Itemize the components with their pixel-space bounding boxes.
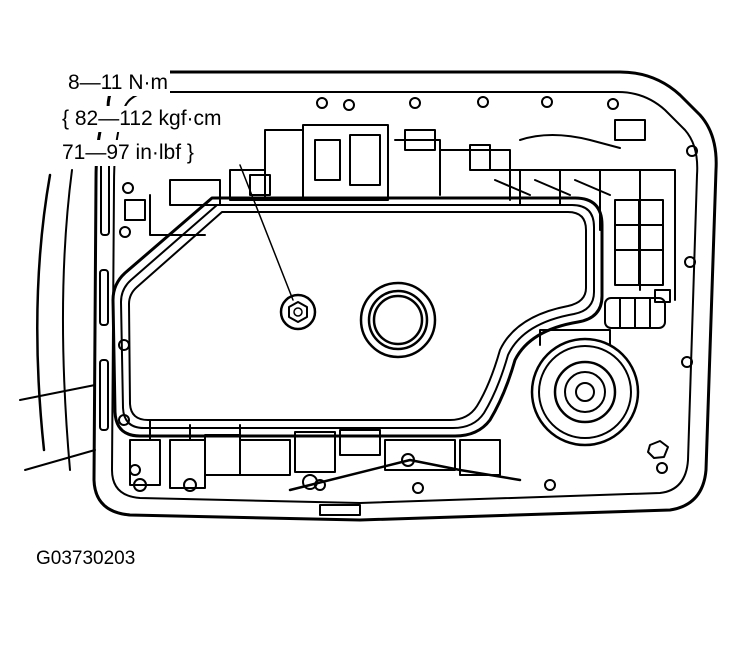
case-left-edge bbox=[19, 169, 96, 471]
strainer-inner bbox=[128, 211, 587, 421]
bottom-bolt-holes bbox=[133, 478, 197, 492]
flange-bolt-holes bbox=[118, 96, 698, 494]
torque-value-nm: 8—11 N·m bbox=[66, 70, 170, 96]
lower-valve-components bbox=[129, 419, 522, 516]
strainer-mid bbox=[120, 204, 595, 429]
accumulator-assembly bbox=[530, 329, 669, 459]
left-flange-slots bbox=[99, 159, 110, 431]
oil-strainer bbox=[111, 196, 604, 438]
strainer-outlet bbox=[359, 281, 437, 359]
upper-valve-components bbox=[124, 119, 676, 301]
torque-value-inlbf: 71—97 in·lbf } bbox=[60, 140, 196, 166]
torque-value-kgfcm: { 82—112 kgf·cm bbox=[60, 106, 224, 132]
strainer-outer bbox=[111, 196, 604, 438]
pan-flange-inner bbox=[111, 91, 699, 504]
figure-code: G03730203 bbox=[36, 548, 136, 569]
right-connector bbox=[604, 289, 671, 329]
callout-leader-line bbox=[239, 164, 294, 301]
strainer-bolt bbox=[279, 293, 317, 331]
pan-flange-outer bbox=[92, 70, 718, 522]
